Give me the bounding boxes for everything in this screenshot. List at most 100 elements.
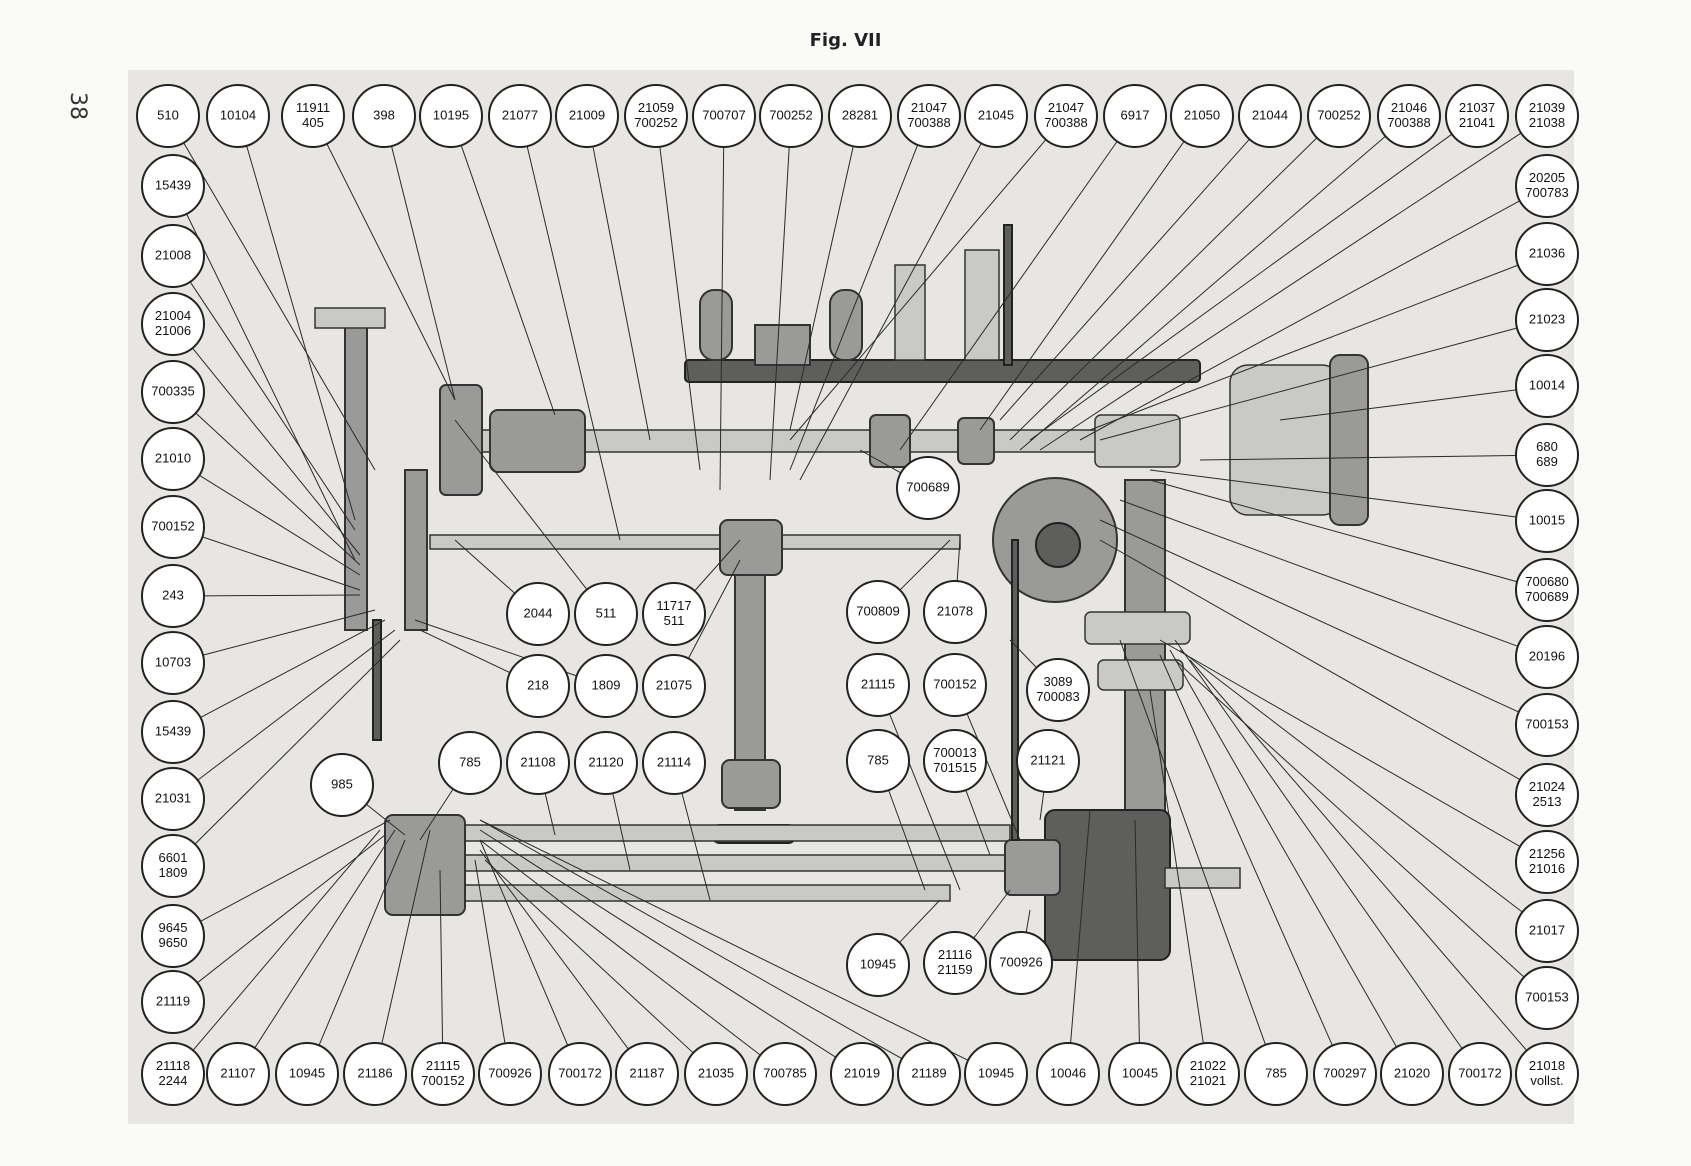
part-number: 700926: [999, 954, 1042, 969]
leader-line: [1019, 135, 1386, 451]
part-callout: 10703: [141, 631, 205, 695]
part-callout: 21031: [141, 767, 205, 831]
leader-line: [439, 869, 444, 1044]
middle-rod: [429, 534, 961, 550]
part-number: 700252: [1317, 107, 1360, 122]
leader-line: [789, 146, 854, 431]
callout-circle: [141, 970, 205, 1034]
callout-circle: [419, 84, 483, 148]
callout-circle: [1380, 1042, 1444, 1106]
callout-circle: [141, 1042, 205, 1106]
part-number: 2244: [159, 1073, 188, 1088]
part-number: 700297: [1323, 1065, 1366, 1080]
leader-line: [694, 539, 741, 592]
output-shaft: [1164, 867, 1241, 889]
part-number: 985: [331, 776, 353, 791]
part-callout: 2044: [506, 582, 570, 646]
part-number: 700707: [702, 107, 745, 122]
leader-line: [1009, 639, 1037, 668]
callout-circle: [548, 1042, 612, 1106]
leader-line: [479, 819, 969, 1061]
part-number: 21189: [911, 1065, 946, 1080]
part-number: 700388: [1387, 115, 1430, 130]
part-callout: 700252: [1307, 84, 1371, 148]
leader-line: [186, 213, 356, 561]
callout-circle: [310, 753, 374, 817]
part-number: 21115: [861, 676, 895, 691]
part-number: 398: [373, 107, 395, 122]
leader-line: [1174, 659, 1525, 978]
leader-line: [454, 539, 516, 594]
callout-circle: [141, 495, 205, 559]
leader-line: [769, 146, 790, 481]
part-callout: 700926: [989, 931, 1053, 995]
part-number: 21006: [155, 323, 191, 338]
callout-circle: [1108, 1042, 1172, 1106]
part-number: 9650: [159, 935, 188, 950]
callout-circle: [488, 84, 552, 148]
part-number: 700013: [933, 745, 976, 760]
part-number: 21045: [978, 107, 1014, 122]
callout-circle: [624, 84, 688, 148]
callout-circle: [1036, 1042, 1100, 1106]
part-number: 700388: [907, 115, 950, 130]
leader-line: [200, 619, 386, 718]
part-number: 21114: [657, 754, 691, 769]
leader-line: [479, 819, 903, 1060]
callout-circle: [1515, 84, 1579, 148]
leader-line: [1179, 649, 1523, 913]
leader-line: [526, 146, 621, 541]
leader-line: [1174, 639, 1463, 1049]
part-number: 21008: [155, 247, 191, 262]
leader-line: [1159, 654, 1333, 1046]
leader-line: [192, 829, 381, 1051]
lower-rod-1: [389, 824, 1011, 842]
part-number: 700153: [1525, 989, 1568, 1004]
leader-line: [789, 139, 1047, 441]
callout-circle: [846, 653, 910, 717]
part-number: 21021: [1190, 1073, 1226, 1088]
part-callout: 20196: [1515, 625, 1579, 689]
callout-circle: [642, 654, 706, 718]
part-number: 21159: [937, 962, 972, 977]
part-number: 21186: [357, 1065, 392, 1080]
part-number: 511: [596, 605, 617, 620]
callout-circle: [846, 729, 910, 793]
rod-end-block: [384, 814, 466, 916]
leader-line: [681, 792, 711, 901]
leader-line: [789, 144, 919, 471]
callout-circle: [574, 731, 638, 795]
part-number: 700153: [1525, 716, 1568, 731]
leader-line: [956, 539, 961, 582]
spring-housing-left: [894, 264, 926, 361]
callout-circle: [897, 1042, 961, 1106]
part-callout: 21023: [1515, 288, 1579, 352]
center-block: [754, 324, 811, 366]
part-number: 510: [157, 107, 179, 122]
callout-circle: [206, 1042, 270, 1106]
vertical-pin: [1003, 224, 1013, 366]
part-number: 21038: [1529, 115, 1565, 130]
callout-circle: [964, 84, 1028, 148]
part-number: 21010: [155, 450, 191, 465]
part-number: 10945: [978, 1065, 1014, 1080]
callout-circle: [1377, 84, 1441, 148]
part-number: 10195: [433, 107, 469, 122]
part-callout: 10104: [206, 84, 270, 148]
part-number: 243: [162, 587, 184, 602]
part-number: 15439: [155, 177, 191, 192]
part-callout: 700707: [692, 84, 756, 148]
part-callout: 21019: [830, 1042, 894, 1106]
leader-line: [1149, 479, 1518, 583]
leader-line: [965, 789, 991, 856]
leader-line: [1099, 519, 1520, 713]
spring-housing-right: [964, 249, 1000, 361]
leader-line: [899, 899, 941, 943]
callout-circle: [1244, 1042, 1308, 1106]
